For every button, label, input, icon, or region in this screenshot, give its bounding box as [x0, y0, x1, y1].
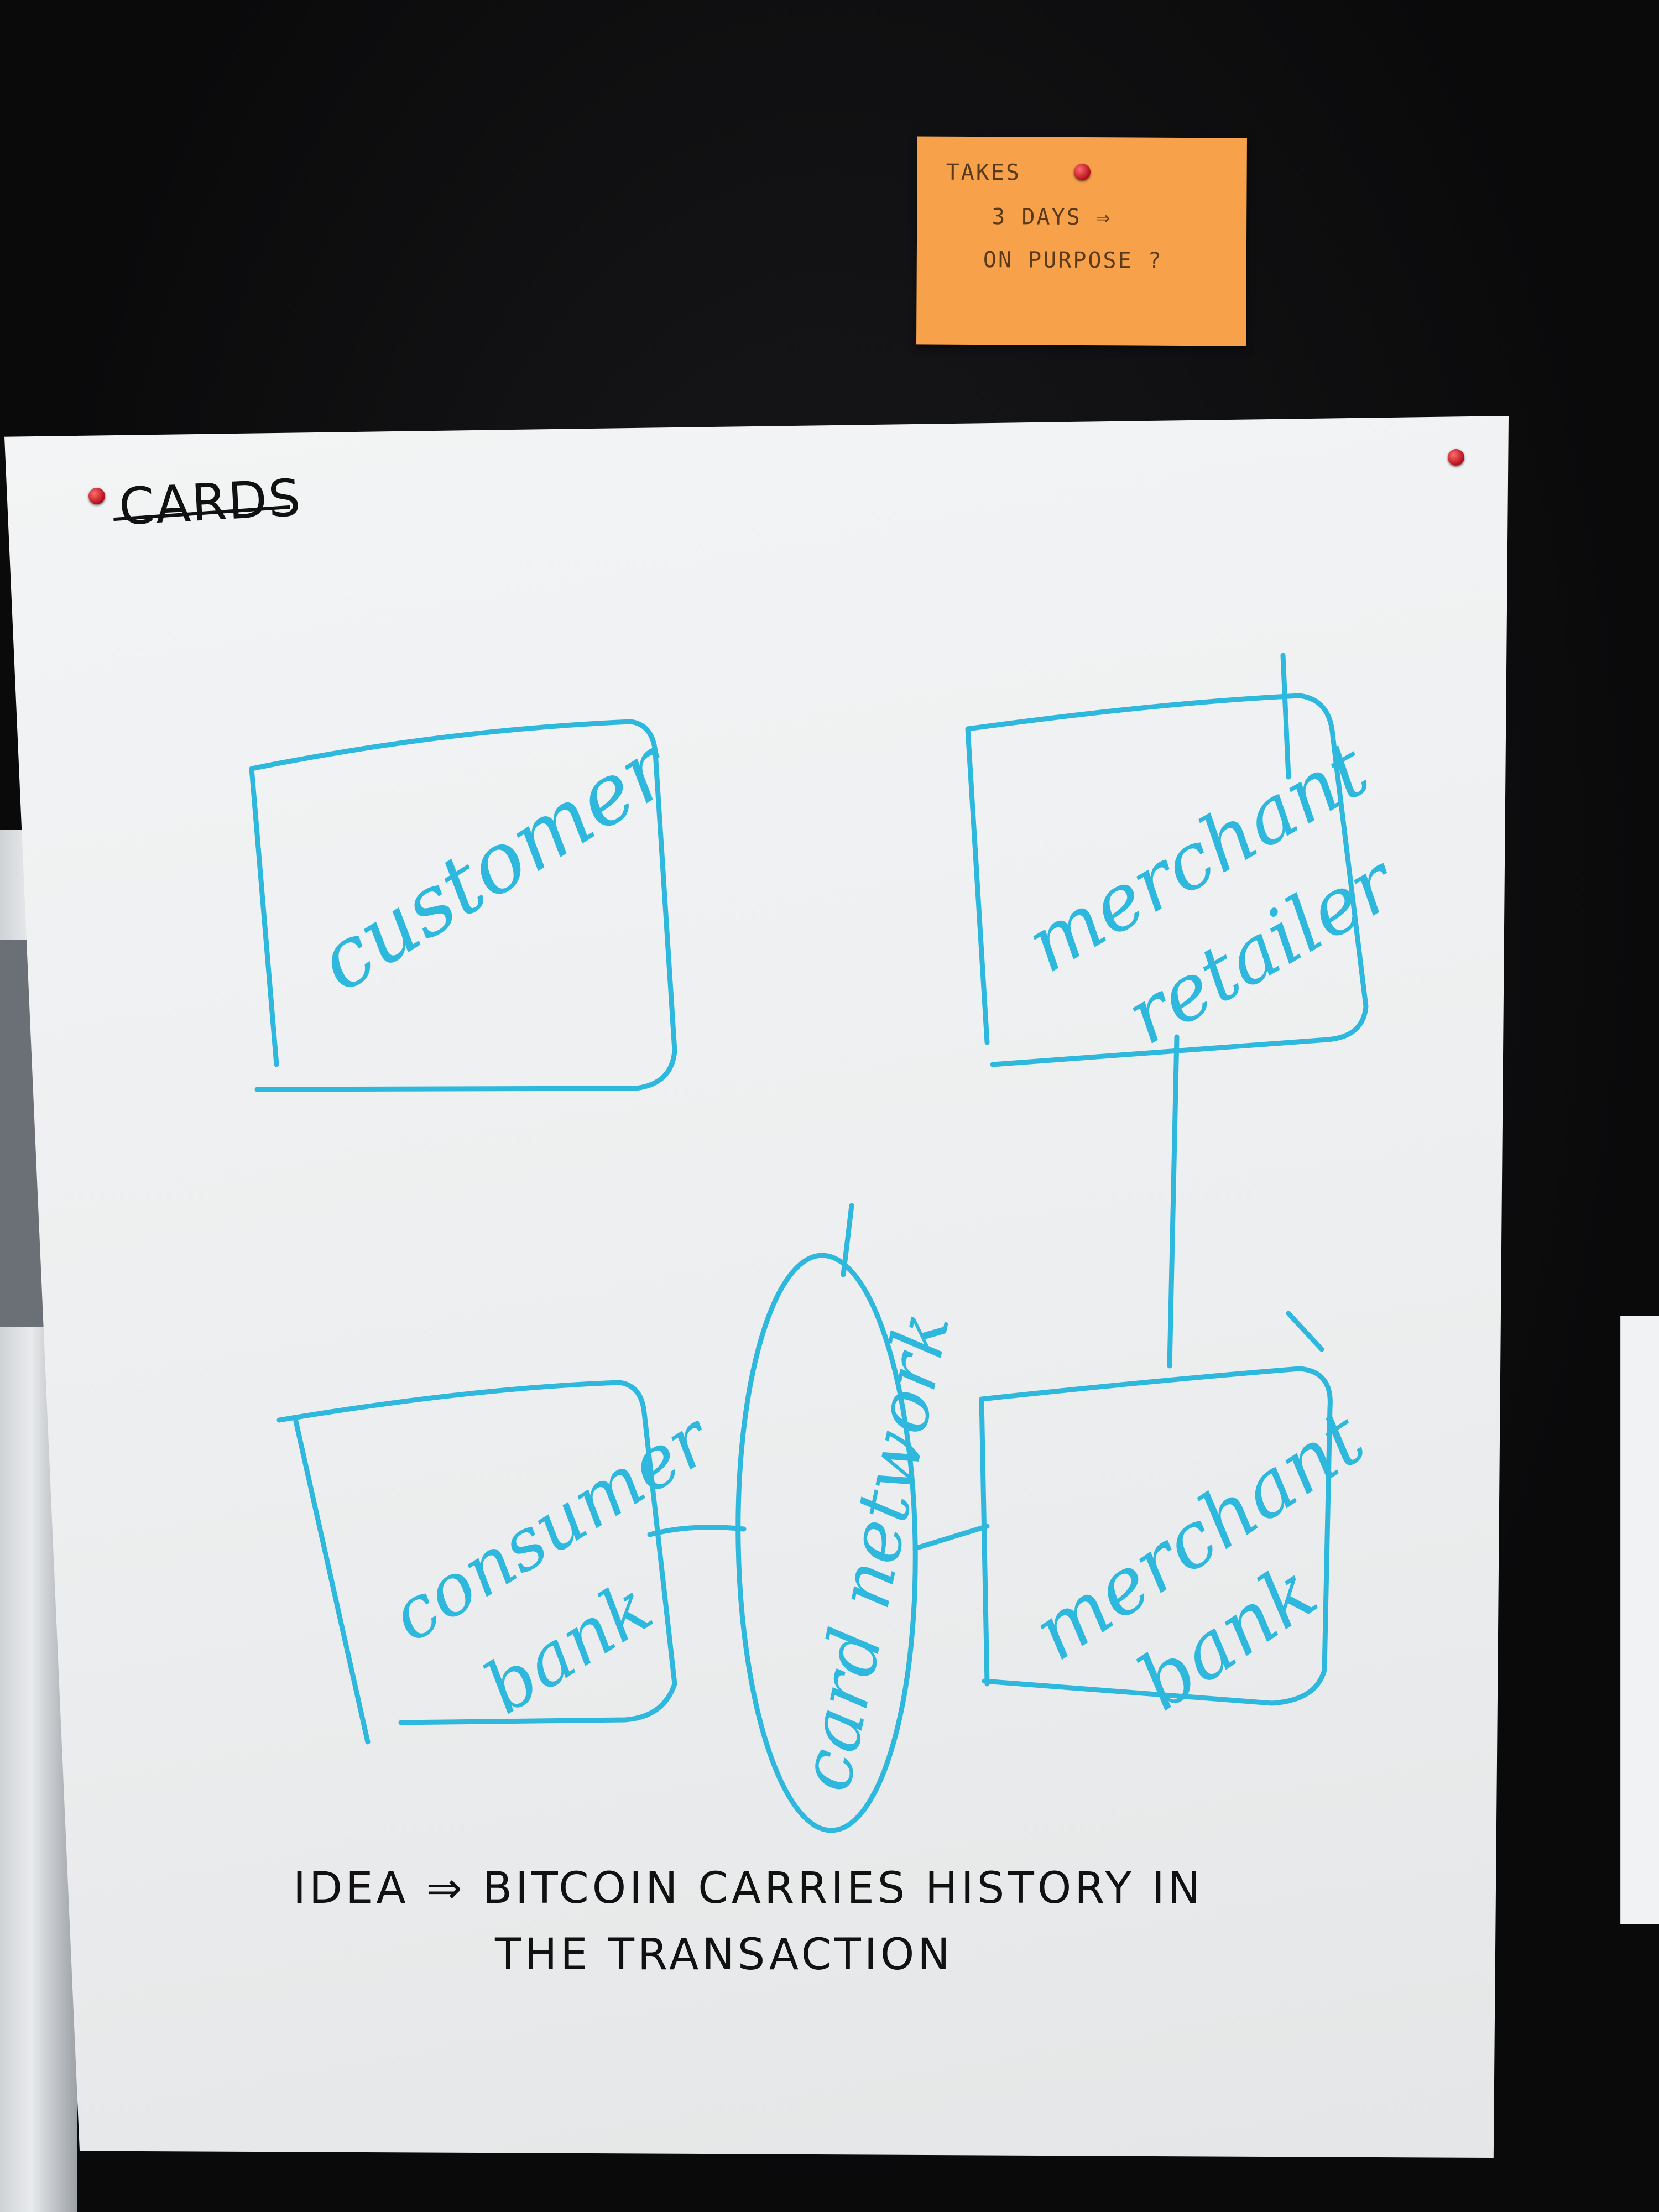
idea-note-line-2: THE TRANSACTION [495, 1930, 953, 1980]
merchant-bank-box [979, 1366, 1333, 1706]
merchant-retailer-box [965, 693, 1369, 1067]
consumer-bank-box [276, 1380, 677, 1745]
card-network-ellipse [735, 1253, 918, 1833]
connector-retailer-to-merchant-bank [1167, 1034, 1180, 1369]
push-pin-icon [88, 488, 105, 504]
merchant-bank-strike-mark [1286, 1311, 1324, 1352]
network-strike-mark [841, 1203, 854, 1277]
adjacent-paper-edge [1620, 1316, 1659, 1924]
connector-network-to-merchant-bank [912, 1524, 990, 1551]
push-pin-icon [1448, 449, 1464, 466]
customer-box [249, 719, 677, 1092]
connector-consumer-bank-to-network [647, 1525, 747, 1537]
push-pin-icon [1074, 164, 1091, 180]
idea-note-line-1: IDEA ⇒ BITCOIN CARRIES HISTORY IN [293, 1864, 1204, 1913]
retailer-strike-mark [1280, 653, 1291, 780]
flip-chart-paper [4, 416, 1509, 2158]
